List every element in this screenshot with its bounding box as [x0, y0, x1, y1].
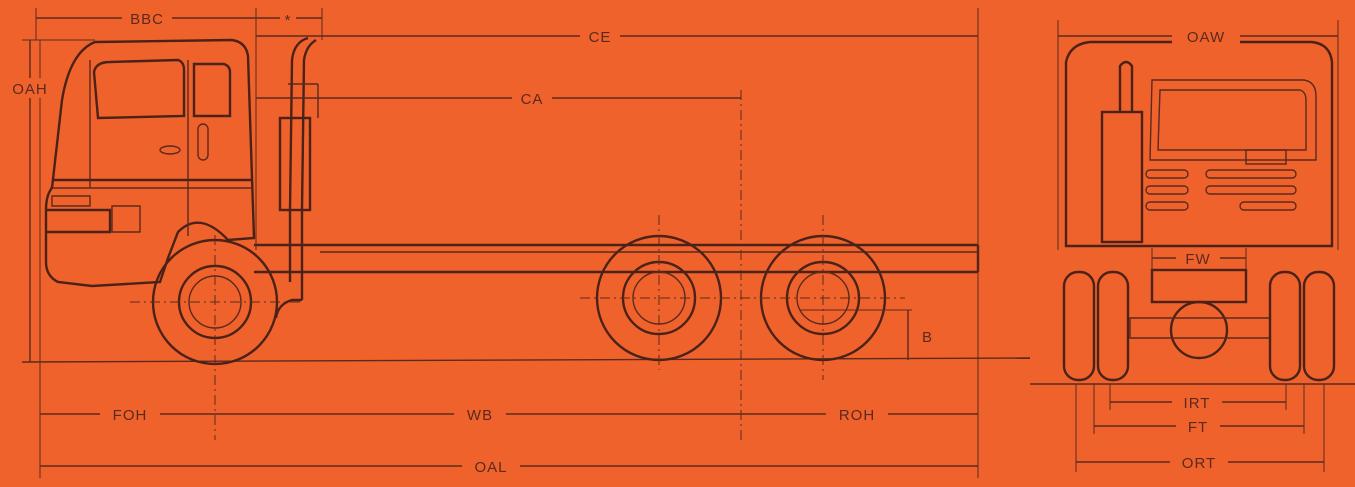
side-view: BBC * CE CA OAH B FOH WB ROH OAL: [6, 8, 1031, 478]
truck-cab: [44, 38, 256, 288]
label-oal: OAL: [474, 459, 507, 476]
exhaust-stack: [274, 36, 319, 319]
label-roh: ROH: [839, 407, 875, 424]
label-fw: FW: [1185, 251, 1210, 268]
label-bbc: BBC: [130, 11, 164, 28]
label-star: *: [285, 12, 292, 29]
label-irt: IRT: [1184, 395, 1211, 412]
label-b: B: [922, 329, 933, 346]
label-wb: WB: [467, 407, 493, 424]
label-oah: OAH: [12, 81, 48, 98]
label-ft: FT: [1188, 419, 1208, 436]
label-ce: CE: [589, 29, 612, 46]
ground-line: [21, 357, 1031, 363]
label-ca: CA: [521, 91, 544, 108]
label-foh: FOH: [113, 407, 148, 424]
label-oaw: OAW: [1187, 29, 1225, 46]
label-ort: ORT: [1182, 455, 1216, 472]
front-view: OAW FW IRT FT ORT: [1030, 20, 1355, 472]
